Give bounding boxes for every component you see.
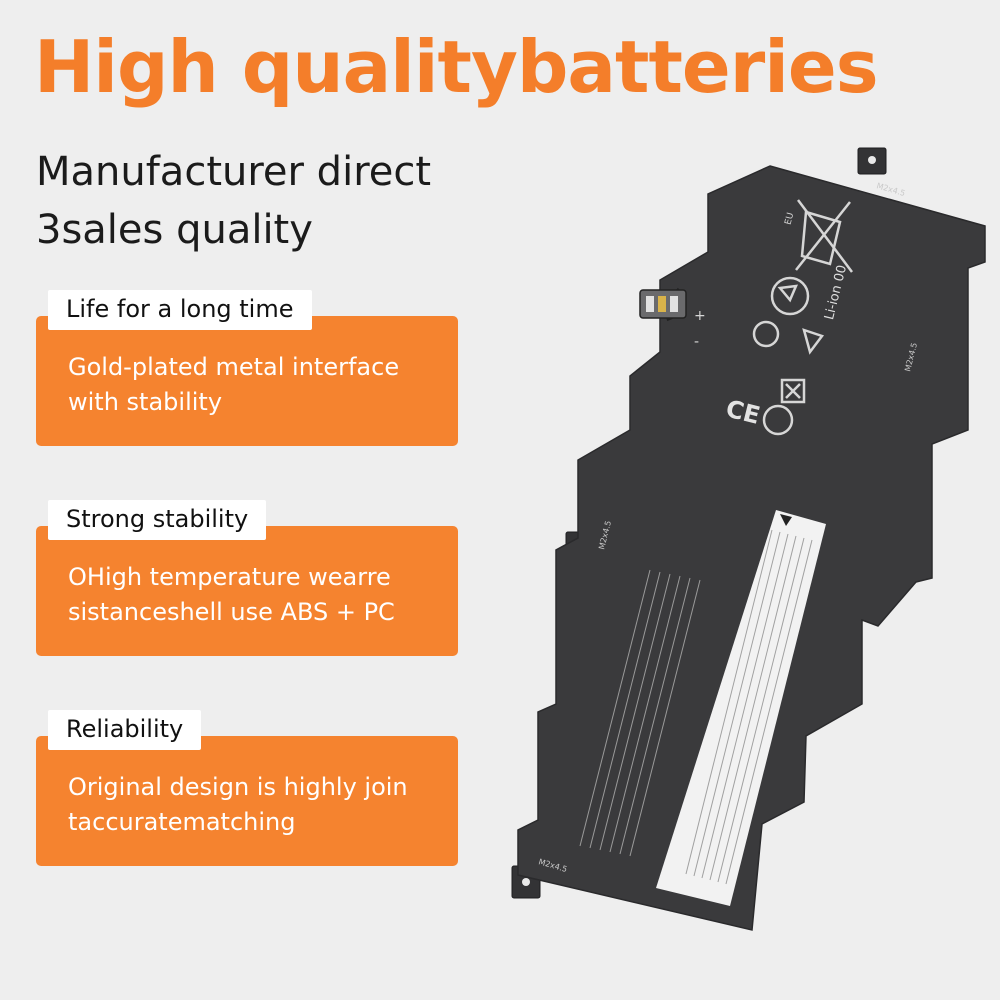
feature-text-line: OHigh temperature wearre [68, 563, 391, 591]
spec-label-lines [685, 529, 813, 885]
headline: High qualitybatteries [34, 25, 879, 109]
crossed-bin-icon [795, 199, 853, 273]
feature-text-line: taccuratematching [68, 808, 296, 836]
feature-text-line: with stability [68, 388, 223, 416]
feature-card-reliability: Reliability Original design is highly jo… [36, 710, 458, 866]
battery-image: CE Li-ion 00 EU + - M2x4.5 M2x4.5 M2x4.5… [480, 130, 1000, 990]
feature-text-line: Gold-plated metal interface [68, 353, 400, 381]
subheadline-line-2: 3sales quality [36, 207, 313, 253]
circle-warning-icon [752, 320, 780, 348]
minus-mark: - [694, 334, 699, 350]
triangle-warning-icon [802, 328, 825, 355]
battery-body [517, 165, 986, 931]
feature-text-life: Gold-plated metal interface with stabili… [68, 350, 448, 420]
feature-tag-stability: Strong stability [48, 500, 267, 540]
feature-text-line: sistanceshell use ABS + PC [68, 598, 395, 626]
battery-illustration: CE Li-ion 00 EU + - M2x4.5 M2x4.5 M2x4.5… [511, 147, 986, 931]
feature-tag-life: Life for a long time [48, 290, 312, 330]
battery-connector [639, 287, 687, 322]
recycle-round-icon [762, 404, 794, 436]
feature-card-stability: Strong stability OHigh temperature wearr… [36, 500, 458, 656]
screw-label: M2x4.5 [875, 181, 906, 198]
feature-text-reliability: Original design is highly join taccurate… [68, 770, 448, 840]
feature-text-stability: OHigh temperature wearre sistanceshell u… [68, 560, 448, 630]
spec-label [656, 510, 826, 906]
recycle-icon [770, 276, 810, 316]
region-mark: EU [784, 212, 797, 226]
subheadline-line-1: Manufacturer direct [36, 149, 432, 195]
plus-mark: + [694, 308, 706, 324]
battery-printed-lines [579, 569, 701, 857]
feature-text-line: Original design is highly join [68, 773, 408, 801]
battery-icons [752, 199, 853, 436]
feature-tag-reliability: Reliability [48, 710, 202, 750]
qr-mark-icon [780, 378, 806, 404]
feature-card-life: Life for a long time Gold-plated metal i… [36, 290, 458, 446]
